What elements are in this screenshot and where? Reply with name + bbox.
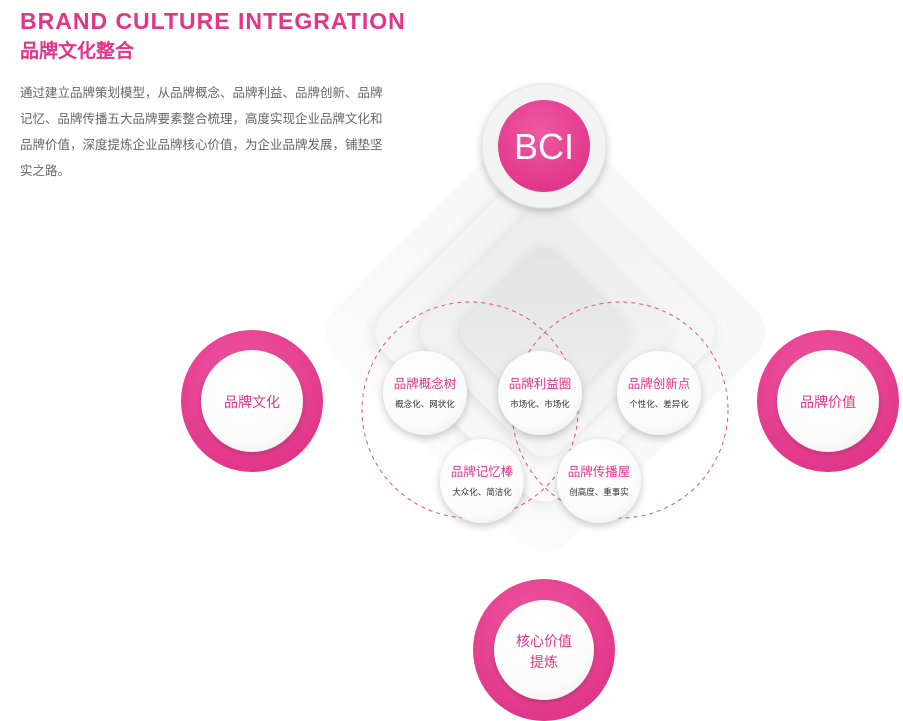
element-communication: 品牌传播屋 创高度、重事实 — [557, 439, 641, 523]
brand-value-label: 品牌价值 — [800, 394, 856, 411]
intro-paragraph: 通过建立品牌策划模型，从品牌概念、品牌利益、品牌创新、品牌记忆、品牌传播五大品牌… — [20, 85, 383, 178]
core-value-line1: 核心价值 — [516, 634, 572, 650]
element-subtitle: 市场化、市场化 — [510, 399, 570, 410]
bci-label: BCI — [514, 126, 574, 167]
brand-culture-node: 品牌文化 — [181, 330, 323, 472]
bci-node: BCI — [481, 83, 607, 209]
element-title: 品牌创新点 — [628, 376, 691, 391]
core-value-node: 核心价值 提炼 — [473, 579, 615, 721]
element-title: 品牌利益圈 — [509, 376, 572, 391]
brand-culture-label: 品牌文化 — [224, 394, 280, 411]
element-benefit: 品牌利益圈 市场化、市场化 — [498, 351, 582, 435]
title-english: BRAND CULTURE INTEGRATION — [20, 8, 406, 34]
element-subtitle: 创高度、重事实 — [569, 487, 629, 498]
element-title: 品牌概念树 — [394, 376, 457, 391]
element-memory: 品牌记忆棒 大众化、简洁化 — [440, 439, 524, 523]
element-title: 品牌记忆棒 — [451, 464, 514, 479]
core-value-line2: 提炼 — [530, 655, 558, 671]
title-chinese: 品牌文化整合 — [20, 40, 135, 62]
element-concept: 品牌概念树 概念化、网状化 — [383, 351, 467, 435]
element-subtitle: 大众化、简洁化 — [452, 487, 512, 498]
element-subtitle: 个性化、差异化 — [629, 399, 689, 410]
element-subtitle: 概念化、网状化 — [395, 399, 455, 410]
element-innovation: 品牌创新点 个性化、差异化 — [617, 351, 701, 435]
brand-value-node: 品牌价值 — [757, 330, 899, 472]
element-title: 品牌传播屋 — [568, 464, 631, 479]
